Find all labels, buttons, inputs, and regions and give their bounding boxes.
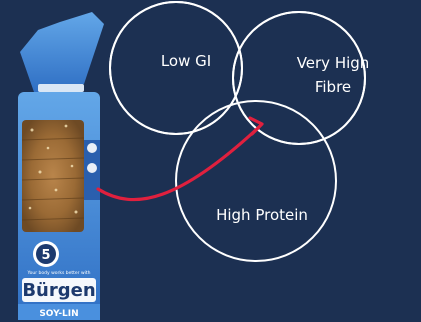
circle-high-protein (176, 101, 336, 261)
pack-brand: Bürgen (22, 280, 95, 301)
pack-variant: SOY-LIN (39, 309, 78, 319)
label-very-high-fibre-line1: Very High (297, 54, 370, 72)
bread-pack: 5 Your body works better with Bürgen SOY… (18, 12, 104, 320)
pack-clip (38, 84, 84, 92)
pack-bread-window (22, 120, 84, 232)
health-star-rating-icon: 5 (33, 241, 59, 267)
label-very-high-fibre-line2: Fibre (315, 78, 351, 96)
pack-top-knot (20, 12, 104, 92)
label-high-protein: High Protein (216, 206, 308, 224)
pack-stars-number: 5 (41, 248, 50, 263)
pack-tagline: Your body works better with (26, 270, 90, 276)
label-low-gi: Low GI (161, 52, 211, 70)
